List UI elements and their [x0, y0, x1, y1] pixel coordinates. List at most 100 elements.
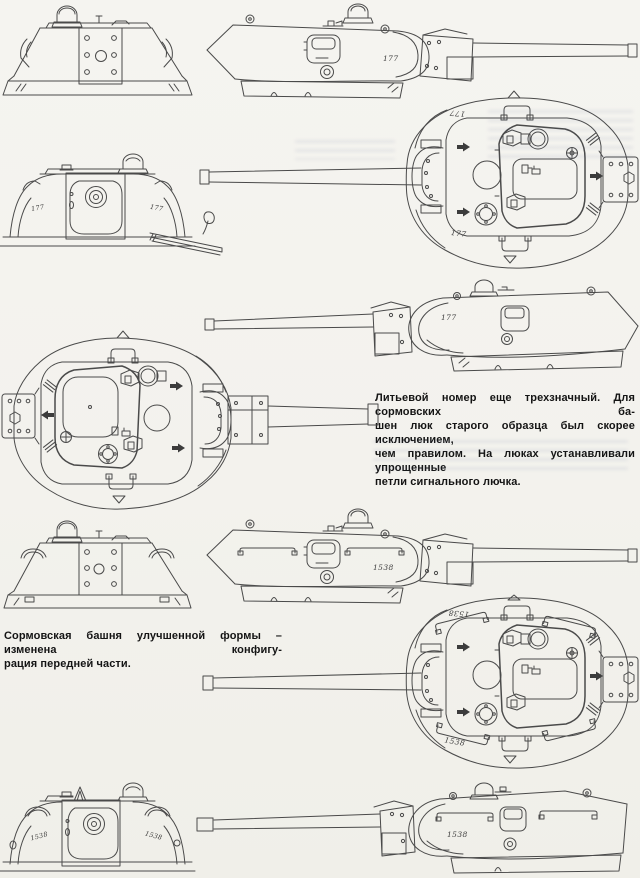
drawing-side-view-early-turret: 177: [206, 3, 638, 99]
rear-bustle-plate: [598, 650, 639, 709]
side-rails: [435, 810, 598, 822]
fender-detail: [149, 211, 223, 256]
main-hatch: [494, 624, 586, 729]
hull-skirt: [450, 854, 622, 874]
drawing-front-view-early-turret: 177 177: [0, 153, 223, 256]
periscope-opening: [143, 404, 171, 432]
hatch-clips: [502, 629, 541, 711]
turret-number: 177: [441, 313, 457, 322]
side-rails: [435, 611, 596, 746]
rear-bustle-plate: [598, 150, 639, 209]
gun-mantlet: [61, 799, 121, 867]
turret-roof-outline: [405, 97, 629, 269]
turret-number: 1538: [447, 830, 468, 839]
gun-barrel: [267, 403, 379, 428]
turret-number: 1538: [448, 608, 469, 619]
commander-dome: [117, 782, 149, 802]
gun-barrel: [472, 42, 638, 58]
caption-improved-turret: Сормовская башня улучшенной формы – изме…: [4, 629, 282, 671]
signal-hatch: [520, 628, 549, 650]
turret-number: 1538: [30, 830, 49, 842]
caption-line: шен люк старого образца был скорее исклю…: [375, 420, 635, 446]
drawing-rear-view-early-turret: [2, 5, 193, 96]
gun-mantlet: [411, 139, 444, 214]
gun-barrel: [196, 813, 381, 832]
bolted-rear-plate: [78, 27, 123, 85]
turret-cheeks: [9, 801, 186, 865]
flanged-port: [98, 444, 118, 464]
drawing-top-view-late-turret: 1538 1538: [202, 594, 639, 769]
hull-band: [2, 75, 193, 96]
casting-stamps: [42, 379, 58, 453]
grab-handles: [498, 594, 534, 764]
signal-hatch: [137, 365, 167, 387]
commander-dome: [469, 279, 499, 297]
side-hooks: [20, 38, 173, 68]
turret-number: 177: [450, 228, 467, 239]
ventilator: [566, 647, 578, 659]
loader-hatch: [303, 34, 341, 64]
turret-number: 1538: [373, 563, 394, 572]
gun-barrel: [199, 167, 422, 186]
gun-mantlet: [419, 28, 474, 82]
roof-fittings: [245, 519, 390, 539]
hull-lines: [0, 861, 196, 872]
direction-arrows: [457, 642, 603, 717]
pistol-port: [320, 570, 334, 584]
gun-mantlet: [370, 301, 413, 357]
hatch-clips: [502, 129, 541, 211]
loader-hatch: [499, 806, 527, 832]
roof-fittings: [39, 786, 156, 802]
caption-line: рация передней части.: [4, 658, 131, 670]
turret-outline: [408, 790, 628, 860]
gun-mantlet: [199, 383, 269, 458]
periscope-opening: [472, 160, 502, 190]
pistol-port: [501, 333, 513, 345]
turret-number: 177: [149, 203, 164, 213]
hatch-clips: [111, 369, 143, 453]
gun-barrel: [472, 547, 638, 563]
turret-cheeks: [9, 173, 186, 238]
turret-number: 1538: [144, 830, 163, 842]
roof-fittings: [45, 15, 152, 29]
hull-skirt: [450, 350, 624, 372]
commander-dome: [51, 5, 83, 28]
turret-number: 1538: [444, 735, 466, 747]
drawing-side-view-left-early-turret: 177: [204, 279, 639, 372]
turret-roof-outline: [405, 597, 629, 769]
caption-line: Литьевой номер еще трехзначный. Для сорм…: [375, 392, 635, 418]
hull-skirt: [240, 80, 404, 99]
flanged-port: [474, 702, 498, 726]
turret-outline: [408, 291, 639, 358]
periscope-opening: [472, 660, 502, 690]
side-rails: [237, 547, 405, 556]
drawing-front-view-late-turret: 1538 1538: [0, 782, 196, 872]
commander-dome: [342, 508, 374, 529]
commander-dome: [51, 520, 83, 543]
turret-number: 177: [383, 54, 399, 63]
gun-mantlet: [373, 800, 416, 857]
drawing-side-view-left-late-turret: 1538: [196, 782, 628, 874]
turret-outline: [206, 529, 430, 588]
bolted-rear-plate: [78, 542, 123, 596]
side-handles: [20, 548, 175, 559]
caption-cast-number: Литьевой номер еще трехзначный. Для сорм…: [375, 391, 635, 489]
gun-mantlet: [411, 643, 444, 718]
casting-stamps: [585, 132, 601, 216]
drawing-top-view-early-turret: 177 177: [199, 90, 639, 269]
ventilator: [566, 147, 578, 159]
gun-barrel: [202, 672, 422, 691]
main-hatch: [54, 365, 141, 469]
ventilator: [60, 431, 72, 443]
hull-band: [3, 590, 192, 609]
loader-hatch: [500, 305, 530, 332]
turret-number: 177: [449, 108, 465, 118]
turret-number: 177: [30, 203, 45, 213]
roof-fittings: [45, 530, 152, 544]
hull-skirt: [240, 585, 404, 604]
commander-dome: [117, 153, 149, 174]
casting-stamps: [585, 632, 601, 716]
commander-dome: [469, 782, 499, 800]
pistol-port: [320, 65, 334, 79]
grab-handles: [105, 330, 139, 504]
